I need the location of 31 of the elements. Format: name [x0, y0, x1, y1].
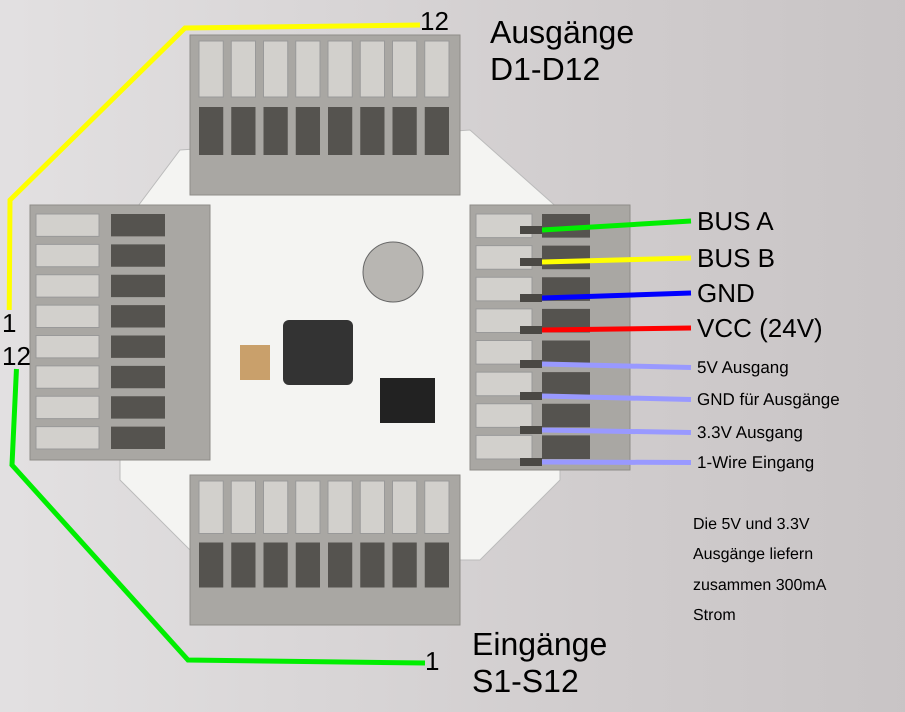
pin-label: VCC (24V): [697, 315, 823, 341]
terminal-slot: [520, 360, 542, 368]
terminal-slot: [520, 226, 542, 234]
terminal-slot: [520, 426, 542, 434]
pin-label: GND: [697, 280, 755, 306]
terminal-slot: [520, 294, 542, 302]
pin-label: 3.3V Ausgang: [697, 424, 803, 441]
leader-line: [542, 394, 692, 402]
wire-line: [9, 368, 426, 666]
pin-number: 1: [2, 310, 16, 336]
terminal-slot: [520, 392, 542, 400]
note-text: Die 5V und 3.3V Ausgänge liefern zusammen 300mA Strom: [693, 515, 828, 626]
leader-line: [542, 362, 692, 370]
leader-line: [542, 460, 691, 465]
heading-label: Eingänge S1-S12: [472, 626, 608, 700]
pin-label: 5V Ausgang: [697, 359, 789, 376]
terminal-slot: [520, 326, 542, 334]
leader-line: [542, 218, 692, 232]
pin-label: GND für Ausgänge: [697, 391, 840, 408]
heading-label: Ausgänge D1-D12: [490, 14, 636, 88]
wire-line: [6, 22, 420, 310]
pin-number: 1: [425, 648, 440, 674]
leader-line: [542, 428, 692, 435]
pin-label: 1-Wire Eingang: [697, 454, 814, 471]
pin-label: BUS A: [697, 208, 774, 234]
pin-number: 12: [420, 8, 449, 34]
leader-line: [542, 256, 692, 264]
terminal-slot: [520, 458, 542, 466]
pin-label: BUS B: [697, 245, 776, 271]
terminal-slot: [520, 258, 542, 266]
pin-number: 12: [2, 343, 31, 369]
